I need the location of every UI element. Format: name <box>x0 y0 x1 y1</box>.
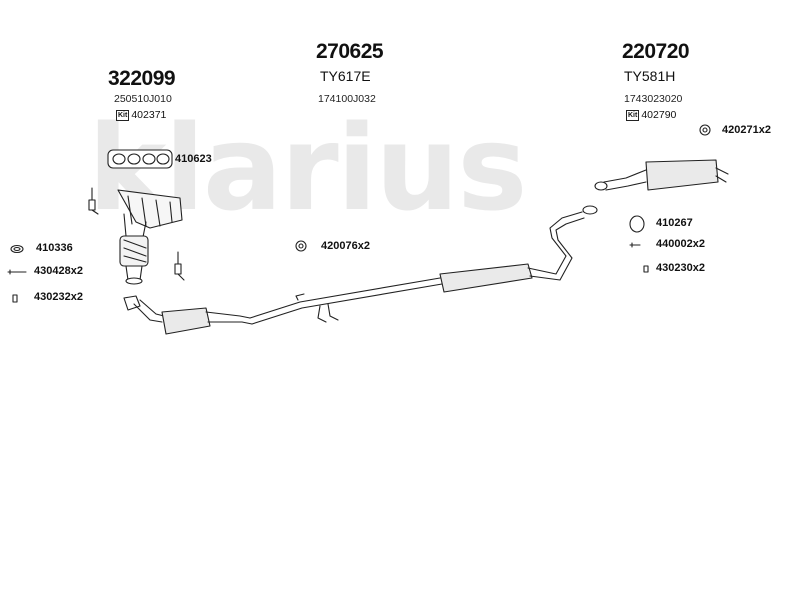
part-label-text: 420271x2 <box>722 124 771 136</box>
legend-icons-right <box>629 215 649 273</box>
part-label-430232: 430232x2 <box>34 291 83 303</box>
part-label-430428: 430428x2 <box>34 265 83 277</box>
oem-code-322099: 250510J010 <box>114 93 172 105</box>
part-label-410623: 410623 <box>175 153 212 165</box>
part-label-410336: 410336 <box>36 242 73 254</box>
part-label-text: 420076x2 <box>321 240 370 252</box>
manifold-gasket-shape <box>107 149 173 169</box>
part-label-410267: 410267 <box>656 217 693 229</box>
part-number-220720: 220720 <box>622 40 690 63</box>
kit-badge: Kit <box>116 109 130 121</box>
part-label-420076: 420076x2 <box>321 240 370 252</box>
mount-icons <box>295 124 711 252</box>
kit-row-322099: Kit 402371 <box>116 109 166 121</box>
part-label-440002: 440002x2 <box>656 238 705 250</box>
part-label-text: 410267 <box>656 217 693 229</box>
legend-icons-left <box>7 244 27 303</box>
part-number-322099: 322099 <box>108 67 176 90</box>
part-label-text: 410336 <box>36 242 73 254</box>
intermediate-pipe-shape <box>249 205 598 325</box>
part-number-270625: 270625 <box>316 40 384 63</box>
model-code-220720: TY581H <box>624 68 676 84</box>
oem-code-270625: 174100J032 <box>318 93 376 105</box>
part-label-text: 440002x2 <box>656 238 705 250</box>
part-label-430230: 430230x2 <box>656 262 705 274</box>
oem-code-220720: 1743023020 <box>624 93 683 105</box>
kit-row-220720: Kit 402790 <box>626 109 676 121</box>
model-code-270625: TY617E <box>320 68 371 84</box>
manifold-catalyst-shape <box>117 189 183 285</box>
kit-number: 402371 <box>131 109 167 121</box>
part-label-420271: 420271x2 <box>722 124 771 136</box>
rear-silencer-shape <box>594 159 729 191</box>
part-label-text: 430230x2 <box>656 262 705 274</box>
kit-number: 402790 <box>641 109 677 121</box>
part-label-text: 430232x2 <box>34 291 83 303</box>
part-label-text: 430428x2 <box>34 265 83 277</box>
lambda-sensor-shapes <box>88 187 185 281</box>
kit-badge: Kit <box>626 109 640 121</box>
part-label-text: 410623 <box>175 153 212 165</box>
front-pipe-shape <box>123 295 253 335</box>
